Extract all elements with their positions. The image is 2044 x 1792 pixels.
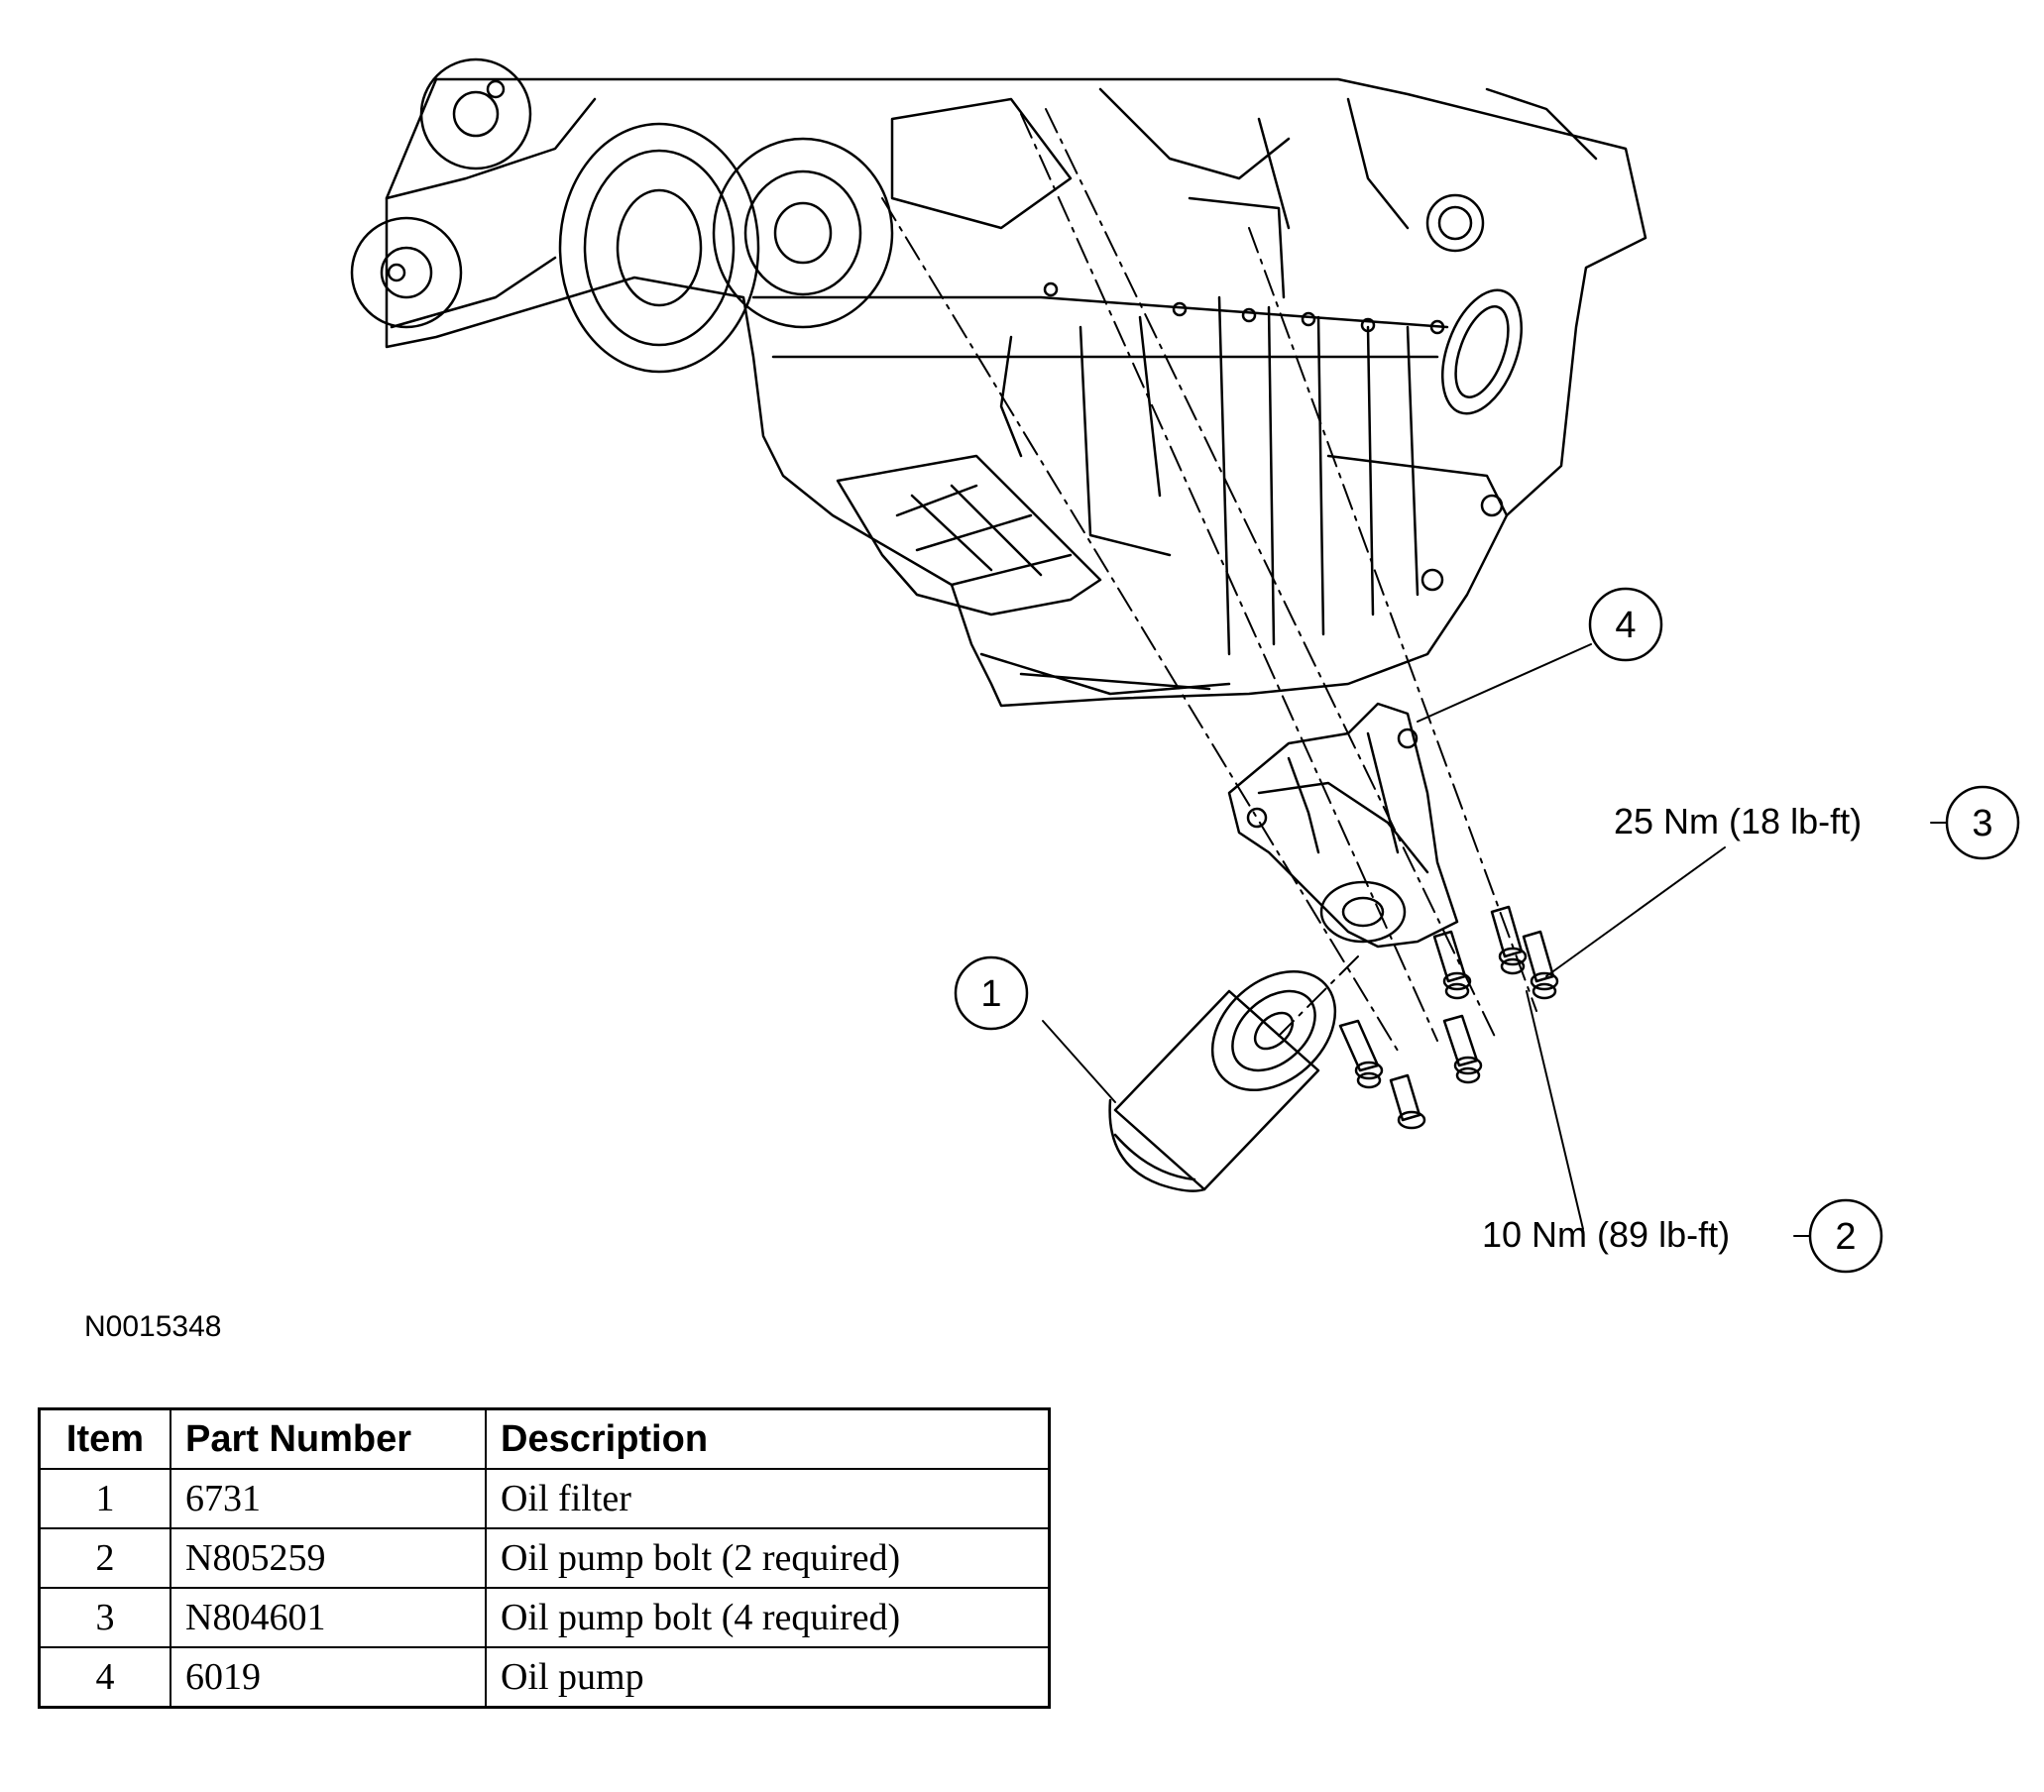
header-description: Description	[485, 1407, 1051, 1470]
bolts	[1338, 905, 1559, 1130]
callout-number-2: 2	[1835, 1216, 1856, 1258]
cell-description: Oil pump bolt (2 required)	[485, 1527, 1051, 1589]
table-header-row: Item Part Number Description	[38, 1407, 1051, 1470]
callout-number-1: 1	[980, 973, 1001, 1015]
cell-item: 4	[38, 1646, 171, 1709]
header-item: Item	[38, 1407, 171, 1470]
cell-item: 2	[38, 1527, 171, 1589]
cell-part-number: 6731	[170, 1468, 487, 1529]
table-row: 4 6019 Oil pump	[38, 1646, 1051, 1709]
engine-block	[385, 77, 1647, 708]
cell-item: 1	[38, 1468, 171, 1529]
cell-description: Oil pump bolt (4 required)	[485, 1587, 1051, 1648]
figure-id: N0015348	[84, 1310, 222, 1343]
callout-circle-4	[1588, 587, 1663, 662]
torque-spec-item-3: 25 Nm (18 lb-ft)	[1614, 801, 1863, 841]
oil-filter	[1108, 969, 1337, 1192]
windage-tray	[836, 454, 1231, 696]
parts-table: Item Part Number Description 1 6731 Oil …	[38, 1407, 1051, 1709]
callout-circles	[954, 587, 2020, 1274]
cell-part-number: 6019	[170, 1646, 487, 1709]
assembly-lines	[881, 108, 1537, 1052]
callout-number-4: 4	[1615, 605, 1636, 646]
callout-number-3: 3	[1972, 803, 1992, 844]
accessory-drive	[350, 57, 1023, 458]
header-part-number: Part Number	[170, 1407, 487, 1470]
callout-circle-1	[954, 955, 1029, 1031]
callout-circle-3	[1945, 785, 2020, 860]
table-row: 2 N805259 Oil pump bolt (2 required)	[38, 1527, 1051, 1589]
oil-pump	[1227, 702, 1459, 949]
torque-spec-item-2: 10 Nm (89 lb-ft)	[1482, 1214, 1731, 1255]
cell-item: 3	[38, 1587, 171, 1648]
cell-description: Oil pump	[485, 1646, 1051, 1709]
cell-part-number: N805259	[170, 1527, 487, 1589]
engine-illustration: 1 2 3 4	[350, 57, 2020, 1274]
table-row: 3 N804601 Oil pump bolt (4 required)	[38, 1587, 1051, 1648]
cell-description: Oil filter	[485, 1468, 1051, 1529]
cell-part-number: N804601	[170, 1587, 487, 1648]
table-row: 1 6731 Oil filter	[38, 1468, 1051, 1529]
callout-circle-2	[1808, 1198, 1883, 1274]
leader-lines	[1042, 643, 1947, 1237]
